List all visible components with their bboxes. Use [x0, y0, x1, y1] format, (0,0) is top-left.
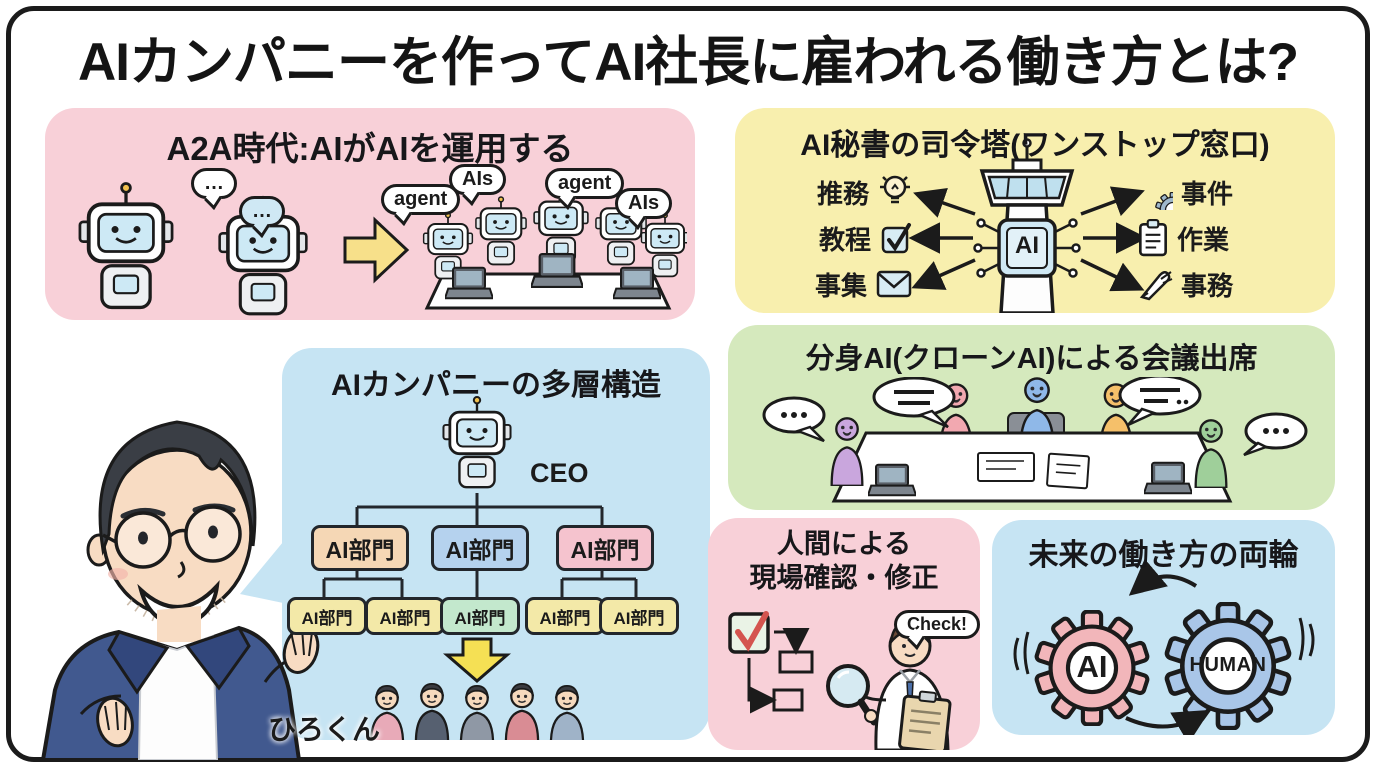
ais-bubble: AIs [449, 164, 507, 195]
item-label: 事務 [1181, 270, 1234, 301]
dept-box: AI部門 [525, 597, 605, 635]
panel-secretary: AI秘書の司令塔(ワンストップ窓口) [735, 108, 1335, 313]
hirokun-illustration [40, 420, 320, 760]
employee [549, 685, 585, 740]
agent-bubble: agent [381, 184, 461, 215]
dept-box: AI部門 [556, 525, 654, 571]
speech-bubbles [762, 377, 1308, 457]
ai-gear-label: AI [1076, 649, 1108, 684]
secretary-left-items: 推務 教程 事集 [763, 174, 913, 302]
employee [414, 683, 450, 740]
meeting-table [424, 272, 672, 310]
gear-icon [1137, 174, 1173, 210]
panel-check-title-line1: 人間による [776, 529, 912, 559]
dept-box: AI部門 [431, 525, 529, 571]
panel-secretary-title: AI秘書の司令塔(ワンストップ窓口) [800, 129, 1270, 162]
laptop-icon [1144, 461, 1192, 495]
item-label: 事集 [814, 270, 867, 301]
employee [504, 683, 540, 740]
robot-icon [474, 195, 528, 266]
envelope-icon [876, 270, 912, 298]
panel-check-title: 人間による 現場確認・修正 [708, 528, 980, 596]
laptop-icon [531, 252, 583, 289]
human-gear-label: HUMAN [1189, 654, 1267, 676]
page-title: AIカンパニーを作ってAI社長に雇われる働き方とは? [77, 33, 1299, 92]
panel-structure-tail [240, 536, 288, 604]
control-tower-icon [973, 138, 1081, 313]
documents [977, 452, 1090, 490]
curved-arrow-icon [1128, 558, 1198, 596]
magnifier-icon [826, 664, 878, 726]
curved-arrow-icon [1125, 709, 1211, 735]
dept-box: AI部門 [287, 597, 367, 635]
list-item: 事件 [1137, 174, 1307, 210]
item-label: 事件 [1181, 178, 1234, 209]
a2a-illustration [78, 181, 687, 316]
panel-structure-title: AIカンパニーの多層構造 [331, 369, 661, 402]
laptop-icon [445, 266, 493, 300]
ais-bubble: AIs [615, 188, 673, 219]
meeting-illustration [762, 377, 1308, 503]
ceo-robot-icon [442, 395, 512, 489]
lightbulb-icon [880, 175, 910, 204]
tower-chip-label: AI [1015, 232, 1039, 259]
dept-box: AI部門 [440, 597, 520, 635]
agent-bubble: agent [545, 168, 625, 199]
panel-check: 人間による 現場確認・修正 [708, 518, 981, 750]
panel-a2a: A2A時代:AIがAIを運用する … … agent AIs agent AIs [45, 108, 695, 320]
check-bubble: Check! [894, 610, 981, 639]
panel-wheels-title: 未来の働き方の両輪 [1028, 539, 1299, 572]
ceo-label: CEO [530, 458, 589, 488]
panel-clone-title: 分身AI(クローンAI)による会議出席 [805, 343, 1258, 375]
laptop-icon [868, 463, 916, 497]
employees-row [369, 683, 585, 740]
dept-box: AI部門 [311, 525, 409, 571]
shirt [137, 634, 219, 760]
org-chart-lines [322, 493, 638, 597]
item-label: 教程 [818, 224, 871, 255]
panel-structure: AIカンパニーの多層構造 CEO AI部門 AI部門 AI部門 AI部門 AI部… [282, 348, 710, 740]
dept-box: AI部門 [365, 597, 445, 635]
checkbox-icon [881, 223, 911, 254]
panel-a2a-title: A2A時代:AIがAIを運用する [166, 130, 574, 167]
left-hand [79, 694, 134, 748]
right-arrow-icon [343, 216, 410, 284]
robot-icon [78, 181, 174, 310]
item-label: 作業 [1177, 224, 1230, 255]
chat-bubble: … [191, 168, 237, 199]
gears-illustration [1013, 558, 1315, 735]
list-item: 教程 [763, 220, 913, 256]
list-item: 作業 [1137, 219, 1307, 257]
item-label: 推務 [816, 178, 869, 209]
panel-wheels: 未来の働き方の両輪 AI HUMAN [992, 520, 1335, 735]
secretary-illustration [908, 138, 1148, 313]
panel-clone: 分身AI(クローンAI)による会議出席 [728, 325, 1335, 510]
panel-check-title-line2: 現場確認・修正 [749, 562, 939, 593]
laptop-icon [613, 266, 661, 300]
secretary-right-items: 事件 作業 事務 [1137, 174, 1307, 302]
clipboard-icon [898, 690, 952, 750]
dept-box: AI部門 [599, 597, 679, 635]
employee [459, 685, 495, 740]
chat-bubble: … [239, 196, 285, 227]
list-item: 事務 [1137, 266, 1307, 302]
org-chart-illustration [322, 395, 638, 740]
clipboard-icon [1139, 219, 1167, 257]
character-name: ひろくん [268, 714, 381, 745]
pen-icon [1139, 271, 1173, 301]
list-item: 推務 [763, 174, 913, 210]
flowchart-lines [747, 628, 814, 714]
down-arrow-icon [442, 637, 512, 683]
inspector-person [826, 620, 952, 750]
list-item: 事集 [763, 266, 913, 302]
motion-lines [1013, 617, 1315, 675]
